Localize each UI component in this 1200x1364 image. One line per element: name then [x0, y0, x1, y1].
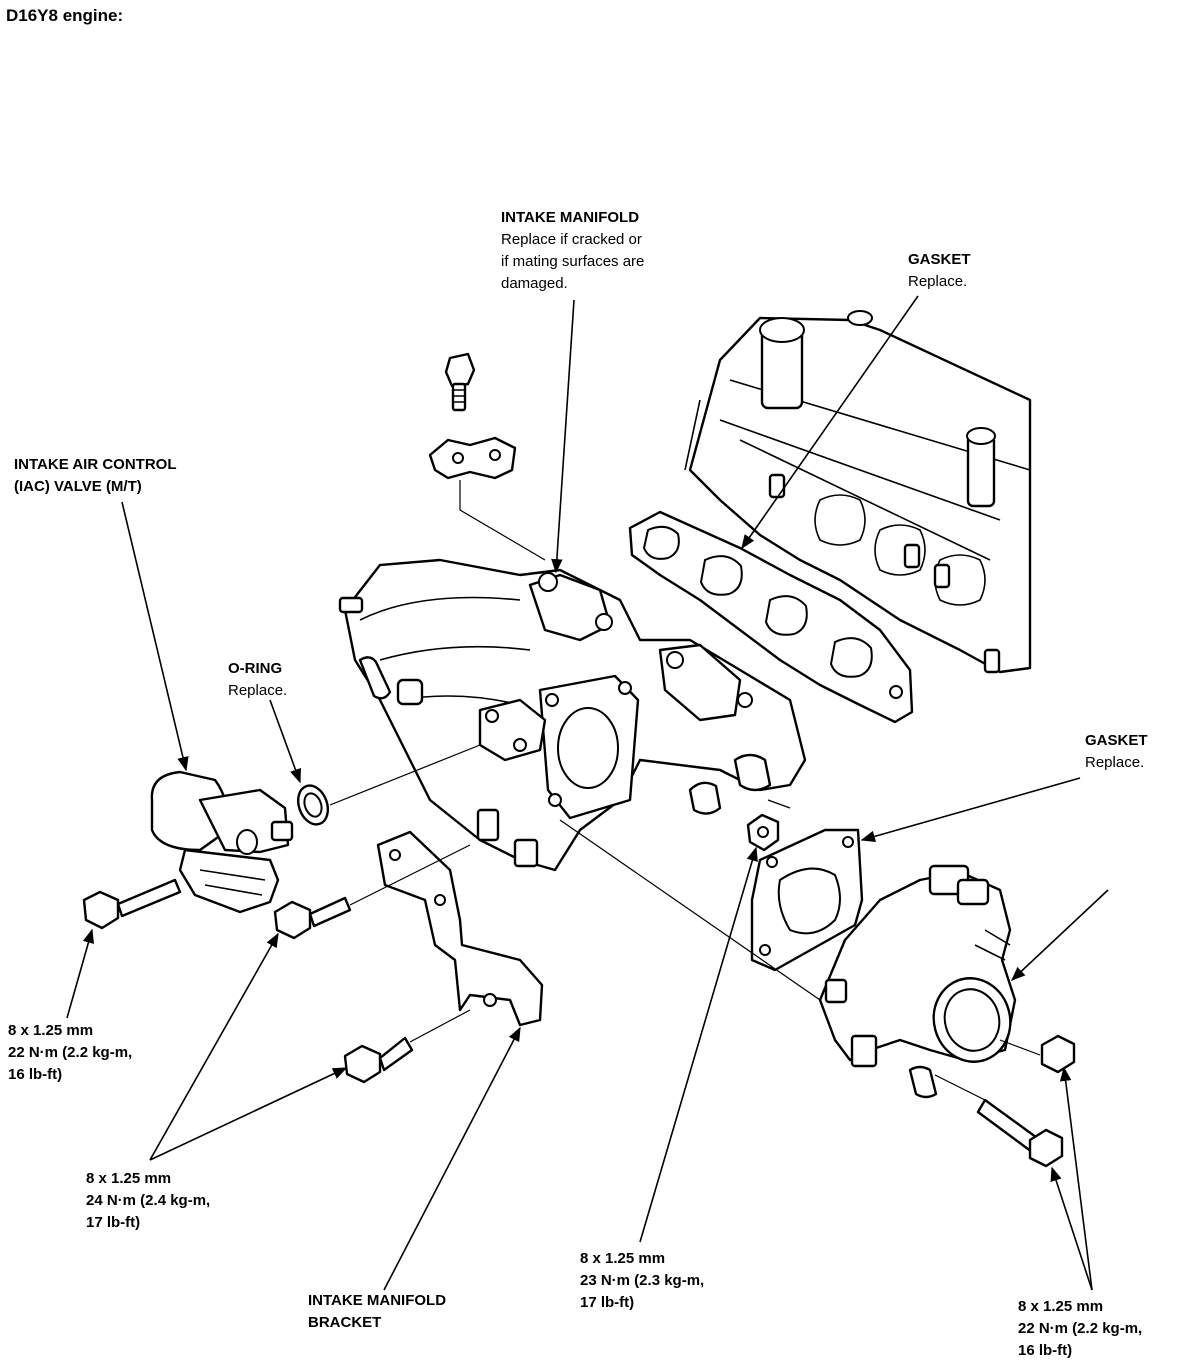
label-torque-nut-line-2: 17 lb-ft): [580, 1294, 635, 1311]
label-intake-manifold-title: INTAKE MANIFOLD: [501, 209, 640, 226]
label-gasket-head-title: GASKET: [908, 251, 971, 268]
label-torque-nut-size: 8 x 1.25 mm: [580, 1250, 666, 1267]
label-torque-nut: 8 x 1.25 mm 23 N·m (2.3 kg-m, 17 lb-ft): [580, 1248, 704, 1314]
label-torque-throttle-line-2: 16 lb-ft): [1018, 1342, 1073, 1359]
cylinder-head: [684, 310, 1032, 674]
page-title: D16Y8 engine:: [6, 6, 124, 25]
label-torque-throttle-size: 8 x 1.25 mm: [1018, 1298, 1104, 1315]
label-iac-valve-line-2: (IAC) VALVE (M/T): [14, 478, 142, 495]
label-gasket-throttle-note: Replace.: [1085, 754, 1145, 771]
label-o-ring-note: Replace.: [228, 682, 288, 699]
throttle-body-nut: [746, 813, 780, 852]
bracket-bolt-lower: [343, 1036, 414, 1084]
throttle-body-bolt-upper: [1040, 1034, 1076, 1074]
label-o-ring-title: O-RING: [228, 660, 283, 677]
label-torque-bracket: 8 x 1.25 mm 24 N·m (2.4 kg-m, 17 lb-ft): [86, 1168, 210, 1234]
label-torque-nut-line-1: 23 N·m (2.3 kg-m,: [580, 1272, 705, 1289]
label-gasket-head-note: Replace.: [908, 273, 968, 290]
label-gasket-throttle-title: GASKET: [1085, 732, 1148, 749]
label-bracket-line-2: BRACKET: [308, 1314, 382, 1331]
throttle-body-bolt-lower: [976, 1098, 1064, 1168]
label-iac-valve: INTAKE AIR CONTROL (IAC) VALVE (M/T): [14, 454, 177, 498]
label-torque-throttle-line-1: 22 N·m (2.2 kg-m,: [1018, 1320, 1143, 1337]
label-intake-manifold-note-1: Replace if cracked or: [501, 231, 642, 248]
label-o-ring: O-RING Replace.: [228, 658, 287, 702]
label-intake-manifold-note-2: if mating surfaces are: [501, 253, 645, 270]
iac-bolt: [82, 878, 182, 930]
label-iac-valve-line-1: INTAKE AIR CONTROL: [14, 456, 177, 473]
label-torque-bracket-line-2: 17 lb-ft): [86, 1214, 141, 1231]
label-torque-iac-size: 8 x 1.25 mm: [8, 1022, 94, 1039]
throttle-body-gasket: [750, 828, 864, 972]
o-ring: [296, 784, 330, 826]
label-torque-iac: 8 x 1.25 mm 22 N·m (2.2 kg-m, 16 lb-ft): [8, 1020, 132, 1086]
label-intake-manifold-note-3: damaged.: [501, 275, 568, 292]
bracket-bolt-upper: [273, 896, 352, 940]
iac-valve: [150, 770, 294, 914]
label-torque-iac-line-1: 22 N·m (2.2 kg-m,: [8, 1044, 133, 1061]
throttle-body: [818, 864, 1017, 1099]
label-torque-bracket-size: 8 x 1.25 mm: [86, 1170, 172, 1187]
label-bracket-line-1: INTAKE MANIFOLD: [308, 1292, 447, 1309]
upper-bracket-bolt: [428, 352, 546, 561]
label-gasket-throttle: GASKET Replace.: [1085, 730, 1148, 774]
label-intake-manifold: INTAKE MANIFOLD Replace if cracked or if…: [501, 207, 644, 295]
intake-gasket: [628, 510, 914, 724]
intake-manifold-bracket: [376, 830, 544, 1027]
intake-manifold: [338, 558, 807, 872]
label-torque-throttle: 8 x 1.25 mm 22 N·m (2.2 kg-m, 16 lb-ft): [1018, 1296, 1142, 1362]
label-gasket-head: GASKET Replace.: [908, 249, 971, 293]
label-torque-iac-line-2: 16 lb-ft): [8, 1066, 63, 1083]
label-torque-bracket-line-1: 24 N·m (2.4 kg-m,: [86, 1192, 211, 1209]
label-bracket: INTAKE MANIFOLD BRACKET: [308, 1290, 446, 1334]
